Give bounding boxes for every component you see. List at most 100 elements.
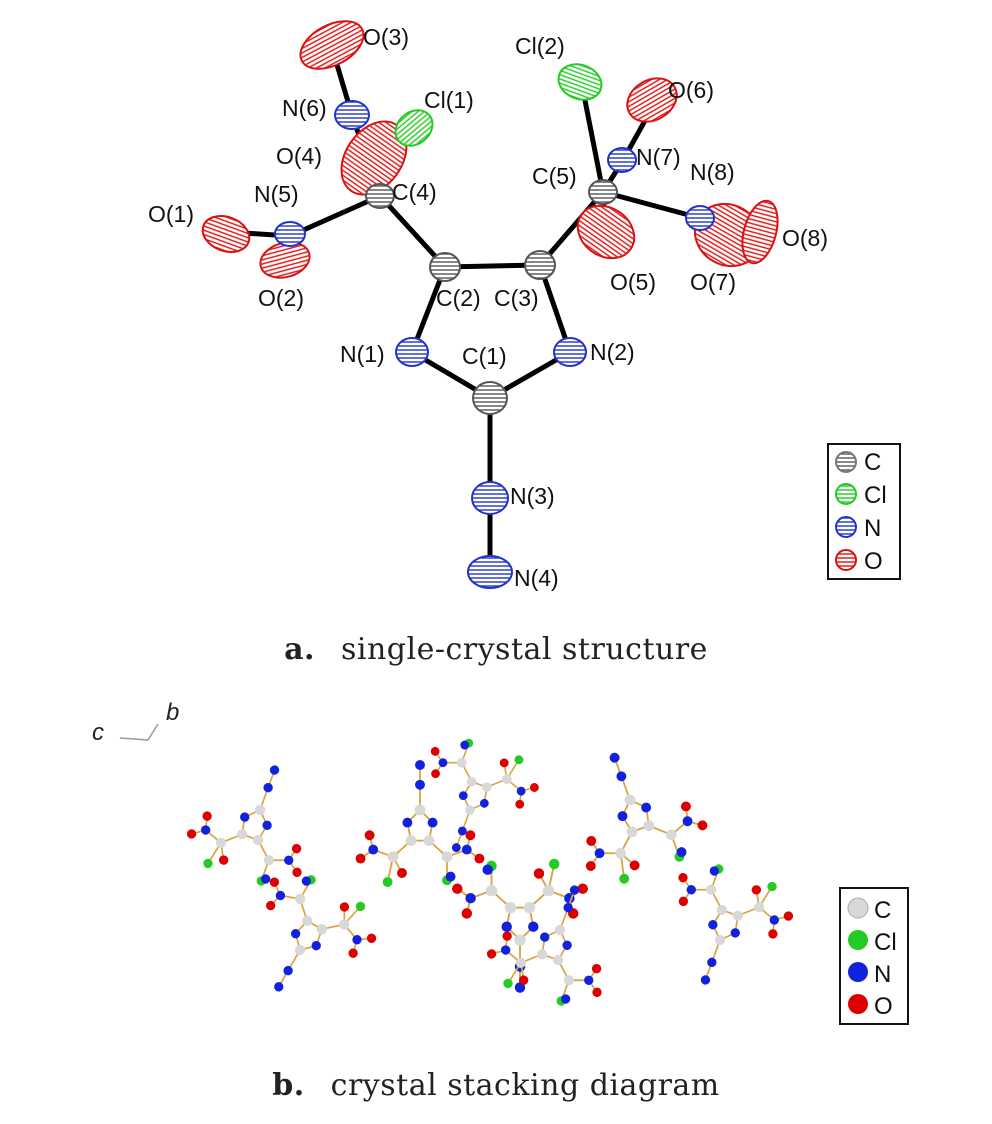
packed-atom-n [240,812,250,822]
packed-atom-n [415,760,425,770]
label-o5: O(5) [610,269,656,295]
packed-atom-o [486,949,497,959]
packed-atom-n [260,874,271,884]
packed-atom-c [466,776,477,787]
packed-atom-n [445,871,456,882]
legend-b-c-swatch [847,897,869,919]
label-c2: C(2) [436,285,481,311]
atom-n3 [471,481,509,515]
packed-atom-cl [503,978,513,989]
atom-n6 [334,100,370,130]
packed-atom-o [533,868,545,879]
ortep-structure-figure: O(3) Cl(2) O(6) N(6) Cl(1) O(4) N(7) N(8… [148,20,901,591]
packed-atom-o [502,931,512,941]
packed-atom-cl [382,877,393,887]
packed-atom-n [269,765,280,775]
molecule-layer [186,738,794,1006]
atom-n4 [467,555,513,589]
label-c4: C(4) [392,179,437,205]
packed-atom-c [514,934,526,946]
legend-a: C Cl N O [827,443,901,580]
packed-atom-o [592,987,602,997]
packed-atom-o [461,908,473,919]
packed-atom-o [515,799,525,809]
caption-b-letter: b. [272,1068,305,1103]
packed-atom-o [519,975,529,985]
legend-a-o-label: O [864,548,883,575]
packed-atom-n [263,782,273,793]
packed-atom-n [769,915,780,925]
packed-atom-c [714,934,726,946]
legend-b-o-swatch [848,994,868,1014]
packed-molecule [430,738,539,852]
packed-atom-c [501,774,512,784]
packed-atom-n [479,798,489,808]
packed-atom-n [500,945,511,955]
packed-molecule [266,875,377,992]
packed-atom-n [563,902,573,913]
crystal-stacking-panel: c b C Cl N O [0,690,992,1070]
caption-a-letter: a. [284,632,315,667]
bond-c3-c5 [537,189,606,268]
packed-atom-o [266,900,276,911]
atom-n8 [685,205,715,231]
axis-b-label: b [166,699,179,726]
label-n7: N(7) [636,144,681,170]
packed-atom-n [641,802,652,813]
packed-atom-n [528,921,539,932]
packed-atom-n [569,885,580,895]
atom-label-layer: O(3) Cl(2) O(6) N(6) Cl(1) O(4) N(7) N(8… [148,24,828,591]
packed-atom-c [732,910,743,921]
label-n1: N(1) [340,341,385,367]
legend-a-c-swatch [835,451,857,473]
atom-o3 [299,20,365,70]
axis-b-line [147,723,159,741]
packed-atom-o [465,830,476,841]
packed-molecule [678,864,794,985]
packed-atom-n [514,982,526,993]
packed-atom-n [708,920,718,930]
packed-atom-o [269,877,280,887]
packed-atom-c [706,884,717,895]
packed-molecule [486,885,602,1006]
atom-c1 [472,381,508,415]
label-o8: O(8) [782,225,828,251]
packed-atom-c [615,847,627,859]
label-n8: N(8) [690,159,735,185]
packed-atom-c [753,902,765,913]
packed-atom-n [301,876,312,886]
label-o2: O(2) [258,285,304,311]
atom-cl2 [557,63,603,101]
packed-atom-o [452,883,463,894]
packed-atom-c [537,949,548,960]
packed-atom-c [563,975,574,986]
label-c1: C(1) [462,343,507,369]
packed-atom-n [584,975,594,985]
atom-o1 [201,215,251,253]
caption-a: a.single-crystal structure [0,632,992,667]
label-o3: O(3) [363,24,409,50]
packed-molecule [585,752,708,884]
label-n3: N(3) [510,483,555,509]
legend-a-cl-swatch [835,483,857,505]
bond-n2-c3 [537,262,573,355]
legend-a-cl-label: Cl [864,482,887,509]
packed-atom-o [292,867,302,877]
packed-atom-o [186,829,197,839]
atom-c4 [365,183,395,209]
packed-atom-n [290,929,301,939]
packed-atom-o [629,860,640,871]
packed-atom-o [678,896,689,907]
packed-atom-o [499,758,509,768]
packed-atom-c [339,919,350,930]
packed-atom-cl [619,873,630,884]
packed-atom-n [540,932,550,942]
label-n2: N(2) [590,339,635,365]
packed-atom-n [262,820,272,830]
packed-atom-c [523,902,536,914]
packed-atom-o [678,873,688,883]
axis-indicator: c b [92,699,179,746]
packed-atom-n [311,940,321,951]
packed-atom-n [465,892,476,904]
packed-atom-n [402,817,413,828]
